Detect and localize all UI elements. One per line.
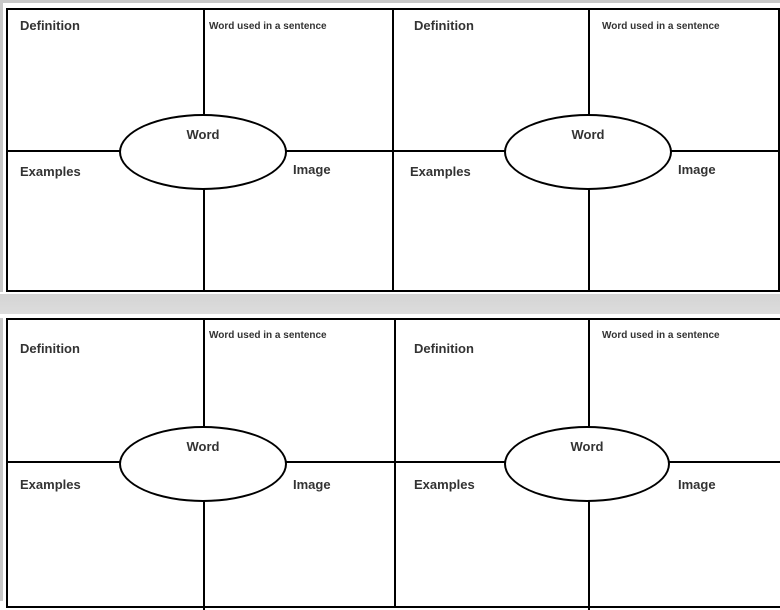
horizontal-divider-right bbox=[285, 150, 394, 152]
vertical-divider-top bbox=[203, 10, 205, 116]
sentence-label: Word used in a sentence bbox=[209, 330, 327, 341]
horizontal-divider-right bbox=[670, 150, 780, 152]
image-label: Image bbox=[678, 162, 716, 177]
definition-label: Definition bbox=[20, 18, 80, 33]
vertical-divider-bottom bbox=[588, 188, 590, 292]
examples-label: Examples bbox=[410, 164, 471, 179]
examples-label: Examples bbox=[20, 164, 81, 179]
vertical-divider-top bbox=[588, 10, 590, 116]
vertical-divider-bottom bbox=[203, 500, 205, 610]
horizontal-divider-right bbox=[284, 461, 396, 463]
word-oval: Word bbox=[119, 114, 287, 190]
horizontal-divider-left bbox=[396, 461, 507, 463]
frayer-model-1: Definition Word used in a sentence Examp… bbox=[6, 8, 394, 292]
frayer-model-3: Definition Word used in a sentence Examp… bbox=[6, 318, 396, 610]
vertical-divider-bottom bbox=[203, 188, 205, 292]
vertical-divider-top bbox=[203, 320, 205, 430]
horizontal-divider-left bbox=[8, 461, 121, 463]
horizontal-divider-left bbox=[394, 150, 507, 152]
definition-label: Definition bbox=[414, 18, 474, 33]
word-label: Word bbox=[186, 127, 220, 142]
sentence-label: Word used in a sentence bbox=[209, 21, 327, 32]
definition-label: Definition bbox=[20, 341, 80, 356]
sentence-label: Word used in a sentence bbox=[602, 330, 720, 341]
examples-label: Examples bbox=[414, 477, 475, 492]
image-label: Image bbox=[293, 477, 331, 492]
word-label: Word bbox=[571, 127, 605, 142]
examples-label: Examples bbox=[20, 477, 81, 492]
word-oval: Word bbox=[504, 426, 670, 502]
word-oval: Word bbox=[119, 426, 287, 502]
definition-label: Definition bbox=[414, 341, 474, 356]
horizontal-divider-right bbox=[668, 461, 780, 463]
frayer-model-2: Definition Word used in a sentence Examp… bbox=[392, 8, 780, 292]
sentence-label: Word used in a sentence bbox=[602, 21, 720, 32]
image-label: Image bbox=[678, 477, 716, 492]
horizontal-divider-left bbox=[8, 150, 121, 152]
word-label: Word bbox=[570, 439, 604, 454]
word-label: Word bbox=[186, 439, 220, 454]
vertical-divider-top bbox=[588, 320, 590, 430]
frayer-model-4: Definition Word used in a sentence Examp… bbox=[394, 318, 780, 610]
page-separator bbox=[0, 292, 780, 318]
image-label: Image bbox=[293, 162, 331, 177]
word-oval: Word bbox=[504, 114, 672, 190]
vertical-divider-bottom bbox=[588, 500, 590, 610]
